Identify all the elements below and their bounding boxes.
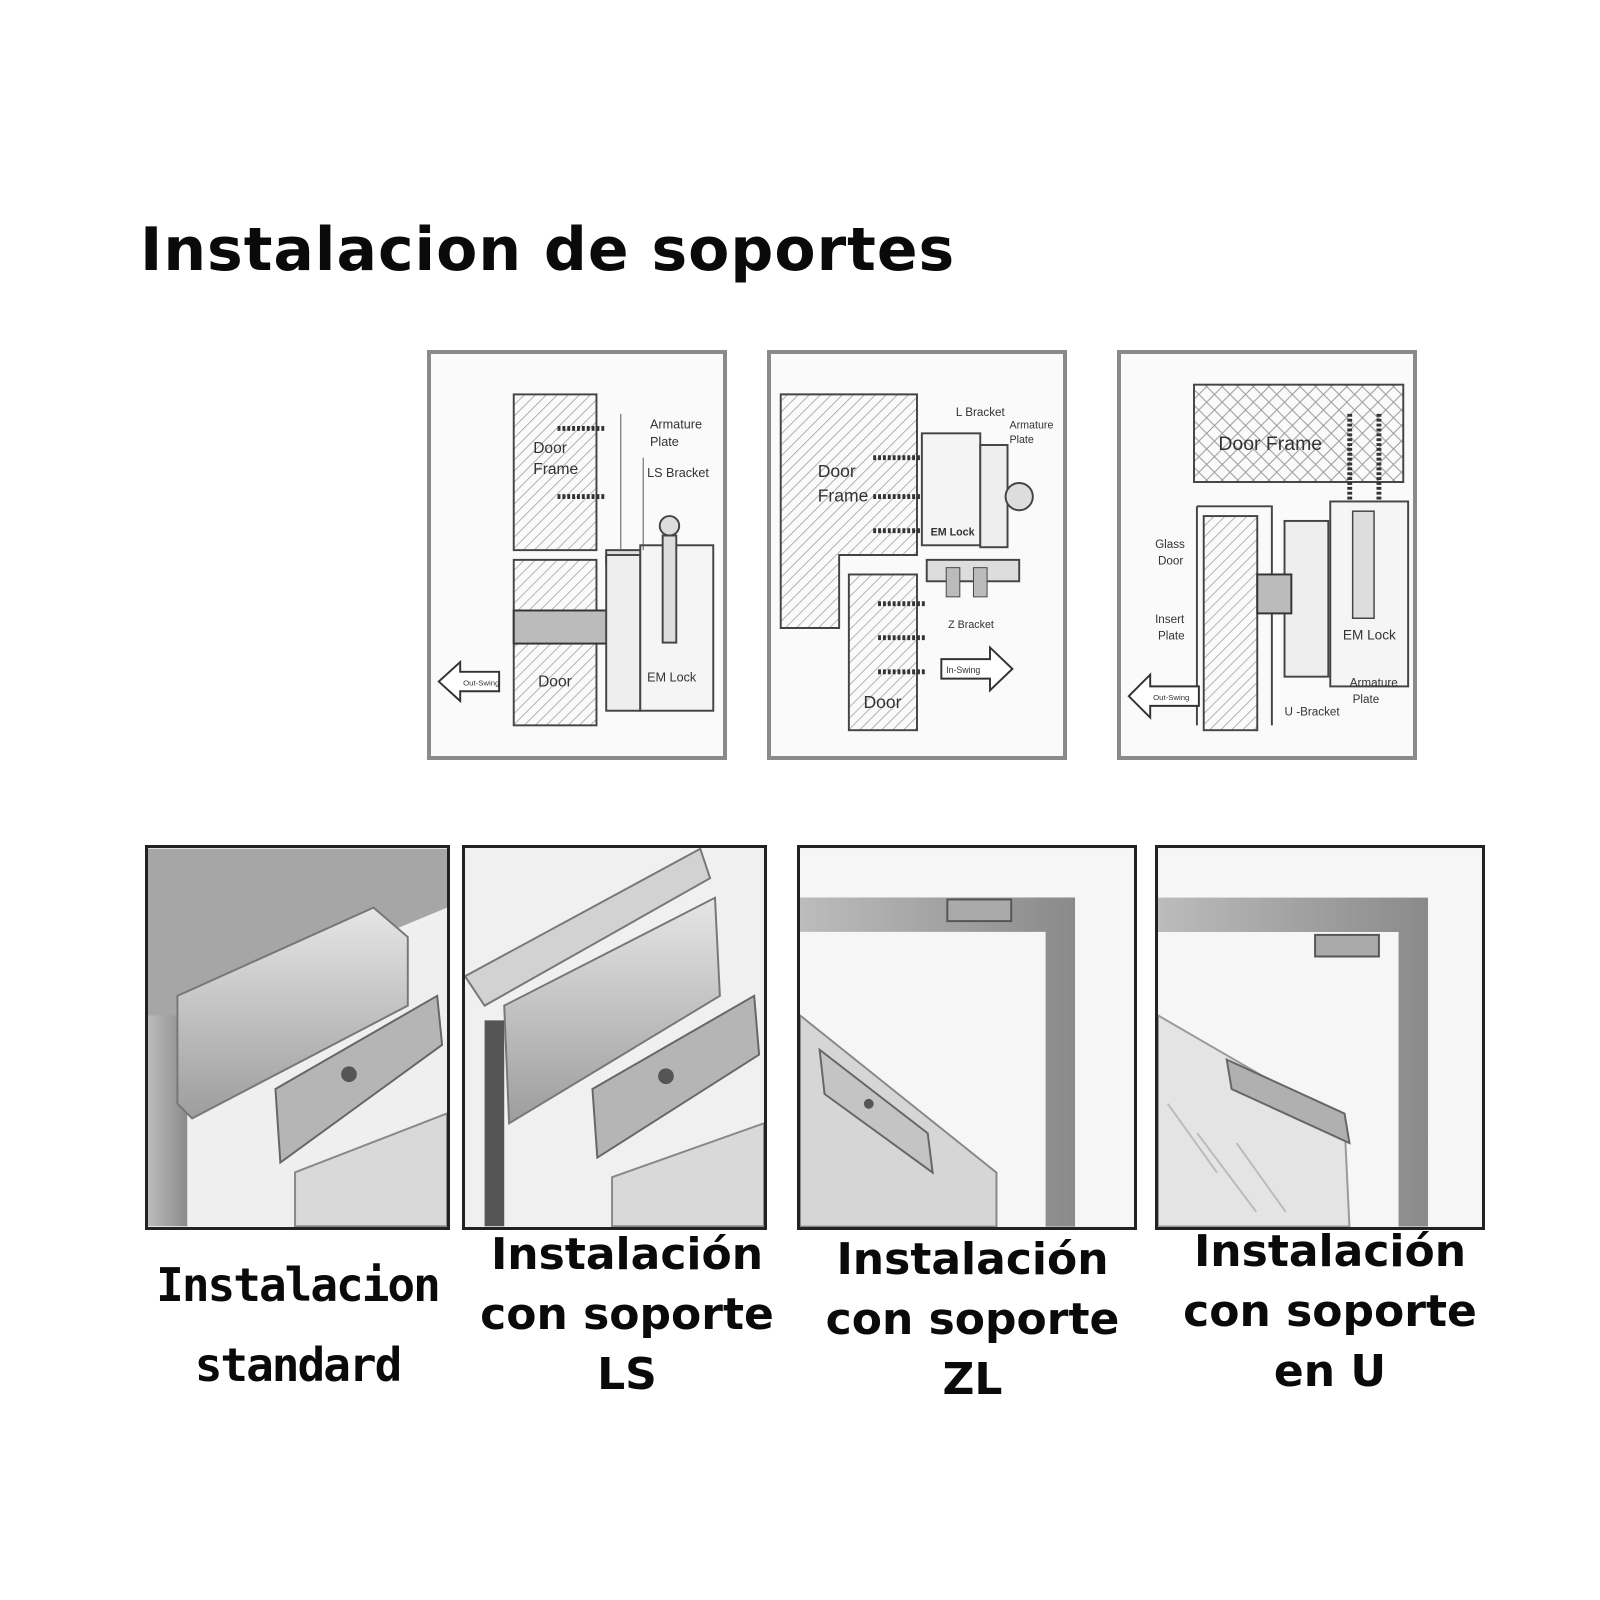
armature-plate-shape xyxy=(1283,519,1330,678)
label-armature: Plate xyxy=(650,435,679,449)
caption-line: con soporte xyxy=(1183,1286,1477,1337)
door-frame-shape xyxy=(1158,897,1428,1227)
diagram-ls-svg: Door Frame Armature Plate LS Bracket Doo… xyxy=(437,393,715,727)
photo-zl-installation xyxy=(797,845,1137,1230)
diagram-zl-svg: L Bracket Armature Plate Door Frame EM L… xyxy=(779,393,1053,732)
page-title: Instalacion de soportes xyxy=(140,215,956,285)
caption-line: con soporte xyxy=(480,1289,774,1340)
label-z-bracket: Z Bracket xyxy=(948,619,994,631)
bolt-head-shape xyxy=(658,515,681,537)
label-insert-plate: Plate xyxy=(1158,630,1185,643)
photo-u-svg xyxy=(1158,848,1482,1227)
caption-line: Instalación xyxy=(490,1229,764,1280)
bolt-shank-shape xyxy=(661,534,678,644)
label-armature: Plate xyxy=(1009,434,1033,446)
door-frame-shape xyxy=(512,393,598,552)
caption-line: Instalacion xyxy=(156,1258,441,1312)
label-em-lock: EM Lock xyxy=(647,671,697,685)
door-frame-shape xyxy=(148,848,447,1016)
diagram-u-svg: Door Frame Glass Door Insert Plate EM Lo… xyxy=(1127,383,1410,732)
out-swing-arrow-icon xyxy=(1127,672,1200,720)
photo-u-installation xyxy=(1155,845,1485,1230)
label-insert-plate: Insert xyxy=(1155,613,1185,626)
photo-ls-svg xyxy=(465,848,764,1227)
ls-bracket-shape xyxy=(465,848,712,1007)
photo-ls-installation xyxy=(462,845,767,1230)
door-frame-shape xyxy=(779,393,918,629)
em-lock-shape xyxy=(1314,933,1380,958)
zl-bracket-shape xyxy=(818,1047,934,1175)
out-swing-arrow-icon xyxy=(437,659,501,704)
label-em-lock: EM Lock xyxy=(931,527,975,539)
u-bracket-shape xyxy=(1225,1057,1351,1145)
label-swing: Out-Swing xyxy=(463,678,499,687)
door-frame-shape xyxy=(800,897,1076,1227)
caption-zl: Instalación con soporte ZL xyxy=(800,1230,1145,1410)
caption-line: en U xyxy=(1273,1346,1387,1397)
label-door-frame: Frame xyxy=(533,461,578,478)
label-door-frame: Door xyxy=(818,461,856,481)
label-armature: Armature xyxy=(650,417,702,431)
label-l-bracket: L Bracket xyxy=(956,406,1006,419)
label-ls-bracket: LS Bracket xyxy=(647,466,709,480)
label-armature: Armature xyxy=(1350,676,1398,689)
diagram-u-bracket: Door Frame Glass Door Insert Plate EM Lo… xyxy=(1117,350,1417,760)
bolt-shape xyxy=(1256,573,1293,615)
door-shape xyxy=(294,1112,447,1227)
label-glass-door: Door xyxy=(1158,555,1183,568)
in-swing-arrow-icon xyxy=(940,645,1014,693)
diagram-ls-bracket: Door Frame Armature Plate LS Bracket Doo… xyxy=(427,350,727,760)
caption-line: Instalación xyxy=(1193,1226,1467,1277)
caption-line: LS xyxy=(597,1349,657,1400)
diagram-zl-bracket: L Bracket Armature Plate Door Frame EM L… xyxy=(767,350,1067,760)
door-frame-shape xyxy=(1193,383,1405,483)
door-shape xyxy=(611,1122,764,1227)
label-armature: Plate xyxy=(1353,693,1380,706)
em-lock-shape xyxy=(920,432,982,547)
label-door-frame: Frame xyxy=(818,485,869,505)
label-door: Door xyxy=(538,673,572,690)
label-em-lock: EM Lock xyxy=(1343,628,1396,643)
caption-u: Instalación con soporte en U xyxy=(1155,1222,1505,1402)
armature-plate-shape xyxy=(605,554,642,712)
label-u-bracket: U -Bracket xyxy=(1285,706,1341,719)
photo-standard-installation xyxy=(145,845,450,1230)
armature-plate-shape xyxy=(274,994,444,1165)
screw-hole-icon xyxy=(863,1098,874,1109)
label-door-frame: Door xyxy=(533,440,567,457)
bolt-head-shape xyxy=(1004,482,1034,512)
photo-standard-svg xyxy=(148,848,447,1227)
screw-hole-icon xyxy=(658,1068,674,1085)
caption-line: ZL xyxy=(942,1354,1003,1405)
armature-plate-shape xyxy=(979,444,1009,549)
label-swing: In-Swing xyxy=(946,665,980,675)
caption-line: Instalación xyxy=(836,1234,1109,1285)
caption-standard: Instalacion standard xyxy=(145,1245,450,1405)
label-door: Door xyxy=(863,692,901,712)
label-armature: Armature xyxy=(1009,419,1053,431)
caption-ls: Instalación con soporte LS xyxy=(462,1225,792,1405)
armature-bolt-shape xyxy=(512,609,622,645)
door-shape xyxy=(847,573,918,732)
label-glass-door: Glass xyxy=(1155,538,1185,551)
label-door-frame: Door Frame xyxy=(1218,433,1322,455)
caption-line: standard xyxy=(194,1338,403,1392)
em-lock-shape xyxy=(503,896,721,1125)
photo-zl-svg xyxy=(800,848,1134,1227)
armature-plate-shape xyxy=(591,994,761,1160)
em-lock-shape xyxy=(176,906,409,1120)
label-swing: Out-Swing xyxy=(1153,693,1189,702)
em-lock-shape xyxy=(946,898,1013,923)
glass-door-shape xyxy=(1202,515,1259,732)
screw-hole-icon xyxy=(341,1066,357,1083)
caption-line: con soporte xyxy=(825,1294,1120,1345)
